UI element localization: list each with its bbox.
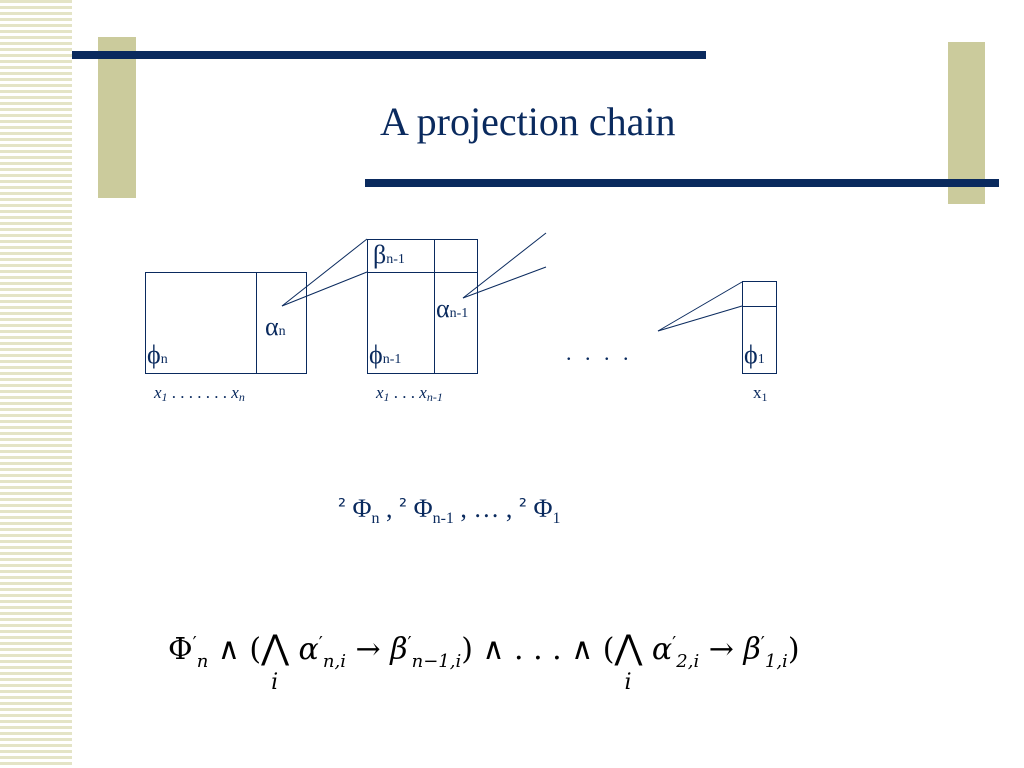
axis-label-box1: x1 . . . . . . . xn (154, 383, 245, 404)
big-wedge-1: ⋀i (261, 628, 289, 695)
axis-label-box3: x1 (753, 383, 768, 404)
alpha-n-sub: n (278, 324, 286, 339)
axis-label-box2: x1 . . . xn-1 (376, 383, 443, 404)
striped-margin-decoration (0, 0, 72, 768)
phi-n-sub: n (160, 352, 168, 367)
slide-title: A projection chain (380, 99, 676, 144)
big-wedge-2: ⋀i (614, 628, 643, 695)
projection-line (281, 271, 368, 307)
box-phi-n (145, 272, 307, 374)
bottom-navy-rule (365, 179, 999, 187)
projection-line (281, 238, 368, 307)
alpha-n-1-label: αn-1 (436, 294, 469, 323)
projection-line (657, 305, 743, 332)
beta-n-1-label: βn-1 (373, 240, 405, 269)
olive-block-right (948, 42, 985, 204)
projection-line (657, 281, 743, 332)
box-phi-1 (742, 281, 777, 374)
top-navy-rule (72, 51, 706, 59)
phi-1-label: ϕ1 (744, 340, 765, 369)
phi-n-1-label: ϕn-1 (369, 340, 402, 369)
chain-ellipsis: . . . . (566, 340, 633, 365)
projection-line (462, 266, 547, 299)
projection-line (462, 232, 547, 299)
box-phi-n-1 (367, 239, 478, 374)
formula-sequence: ² Φn , ² Φn-1 , … , ² Φ1 (338, 494, 561, 527)
alpha-n-label: αn (265, 312, 286, 341)
formula-conjunction: Φ′n ∧ (⋀i α′n,i → β′n−1,i) ∧ . . . ∧ (⋀i… (168, 628, 800, 695)
olive-block-left (98, 37, 136, 198)
phi-n-label: ϕn (147, 340, 168, 369)
